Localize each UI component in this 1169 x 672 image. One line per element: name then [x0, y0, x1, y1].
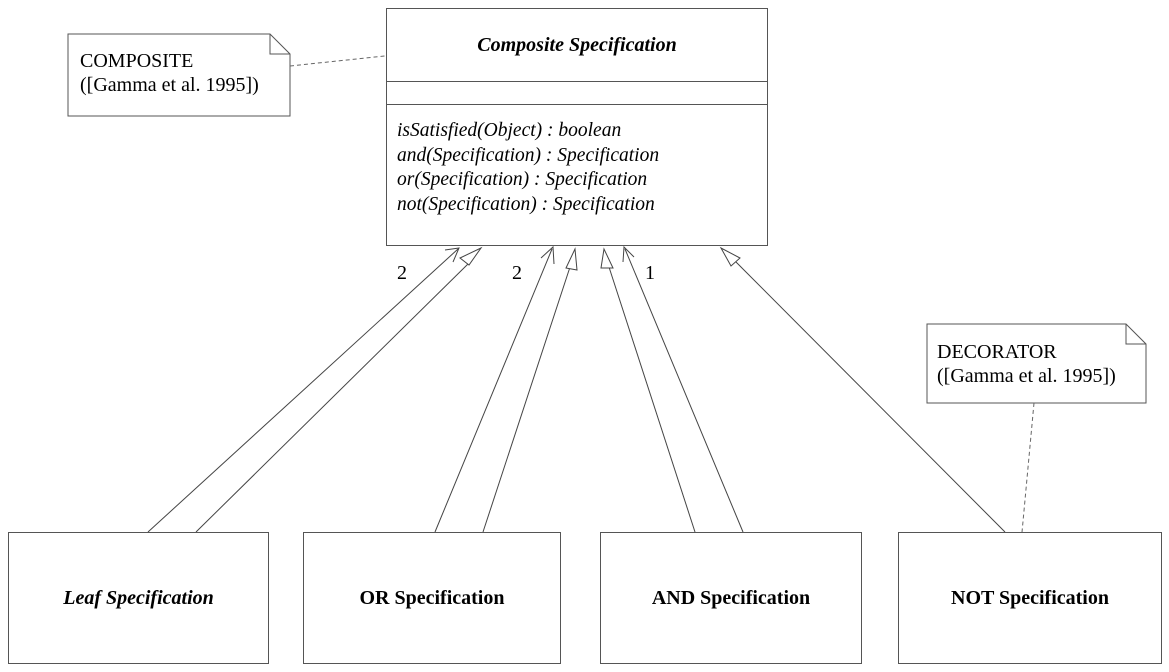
or-multiplicity: 2 [512, 262, 522, 284]
operation-is-satisfied: isSatisfied(Object) : boolean [397, 120, 622, 141]
or-specification-class: OR Specification [303, 532, 561, 664]
and-association-arrowhead [622, 245, 635, 263]
or-association-arrowhead [540, 245, 555, 265]
decorator-note-reference: ([Gamma et al. 1995]) [937, 365, 1116, 387]
and-generalization-triangle [600, 247, 614, 269]
and-association-line [624, 248, 744, 533]
or-generalization-line [482, 263, 572, 533]
composite-note-shape [67, 33, 291, 117]
operation-and: and(Specification) : Specification [397, 144, 660, 166]
and-specification-class: AND Specification [600, 532, 862, 664]
leaf-specification-class: Leaf Specification [8, 532, 269, 664]
decorator-note-link [1020, 402, 1035, 544]
or-association-line [434, 248, 553, 533]
not-generalization-line [735, 261, 1006, 533]
composite-attributes-compartment [387, 82, 767, 105]
decorator-note-title: DECORATOR [937, 341, 1057, 363]
composite-note-reference: ([Gamma et al. 1995]) [80, 74, 259, 96]
composite-note: COMPOSITE ([Gamma et al. 1995]) [80, 49, 259, 97]
composite-operations-compartment: isSatisfied(Object) : boolean and(Specif… [397, 119, 763, 217]
leaf-multiplicity: 2 [397, 262, 407, 284]
leaf-association-line [147, 248, 459, 533]
leaf-generalization-line [195, 261, 471, 533]
composite-specification-class: Composite Specification isSatisfied(Obje… [386, 8, 768, 246]
and-multiplicity: 1 [645, 262, 655, 284]
or-generalization-triangle [565, 247, 578, 271]
operation-not: not(Specification) : Specification [397, 193, 655, 215]
leaf-generalization-triangle [459, 246, 483, 266]
not-specification-class: NOT Specification [898, 532, 1162, 664]
operation-or: or(Specification) : Specification [397, 169, 648, 190]
composite-class-name: Composite Specification [387, 9, 767, 82]
leaf-association-arrowhead [444, 247, 460, 263]
decorator-note-shape [926, 323, 1147, 404]
decorator-note: DECORATOR ([Gamma et al. 1995]) [937, 340, 1116, 388]
composite-note-title: COMPOSITE [80, 50, 194, 72]
not-generalization-triangle [719, 246, 741, 267]
and-generalization-line [607, 263, 696, 533]
